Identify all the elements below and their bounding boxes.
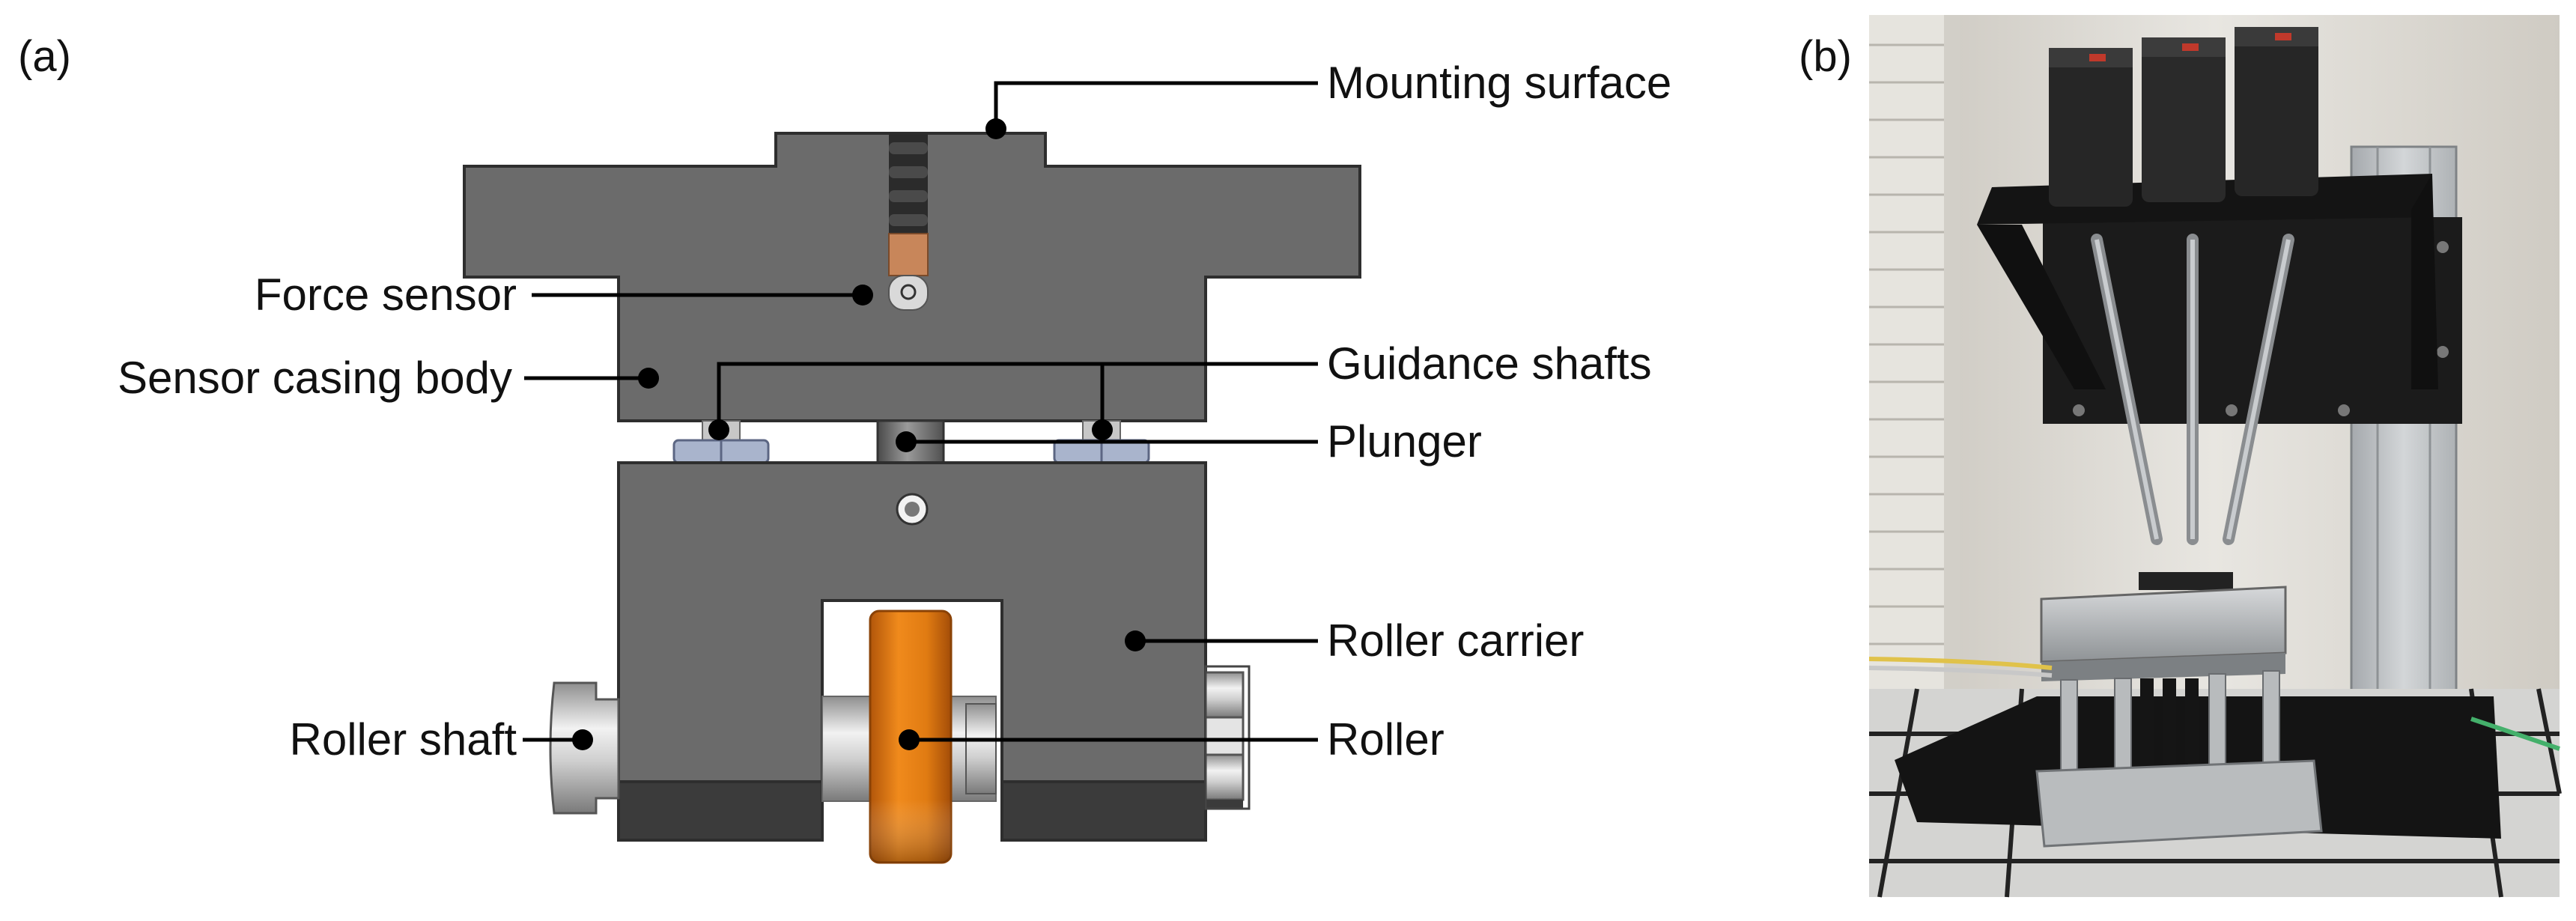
motors <box>2049 27 2318 207</box>
label-mounting-surface: Mounting surface <box>1327 58 1671 108</box>
label-roller-shaft: Roller shaft <box>290 714 517 765</box>
label-roller-carrier: Roller carrier <box>1327 615 1584 666</box>
window-blinds <box>1869 15 1960 711</box>
roller-carrier <box>617 461 1207 842</box>
callouts: Mounting surface Force sensor Sensor cas… <box>118 58 1671 765</box>
label-force-sensor: Force sensor <box>255 270 517 320</box>
label-roller: Roller <box>1327 714 1445 765</box>
test-block <box>2040 586 2287 663</box>
lower-plate <box>2035 759 2323 848</box>
photo-test-rig <box>1868 15 2562 898</box>
label-guidance-shafts: Guidance shafts <box>1327 338 1652 389</box>
panel-b-letter: (b) <box>1799 32 1852 81</box>
effector <box>2139 572 2233 590</box>
panel-a-letter: (a) <box>18 32 71 81</box>
panel-a: (a) <box>18 32 1671 864</box>
force-sensor-element <box>888 133 929 311</box>
label-sensor-casing-body: Sensor casing body <box>118 353 512 403</box>
panel-b: (b) <box>1799 15 2562 898</box>
label-plunger: Plunger <box>1327 416 1482 466</box>
sensor-casing-body <box>463 132 1361 422</box>
